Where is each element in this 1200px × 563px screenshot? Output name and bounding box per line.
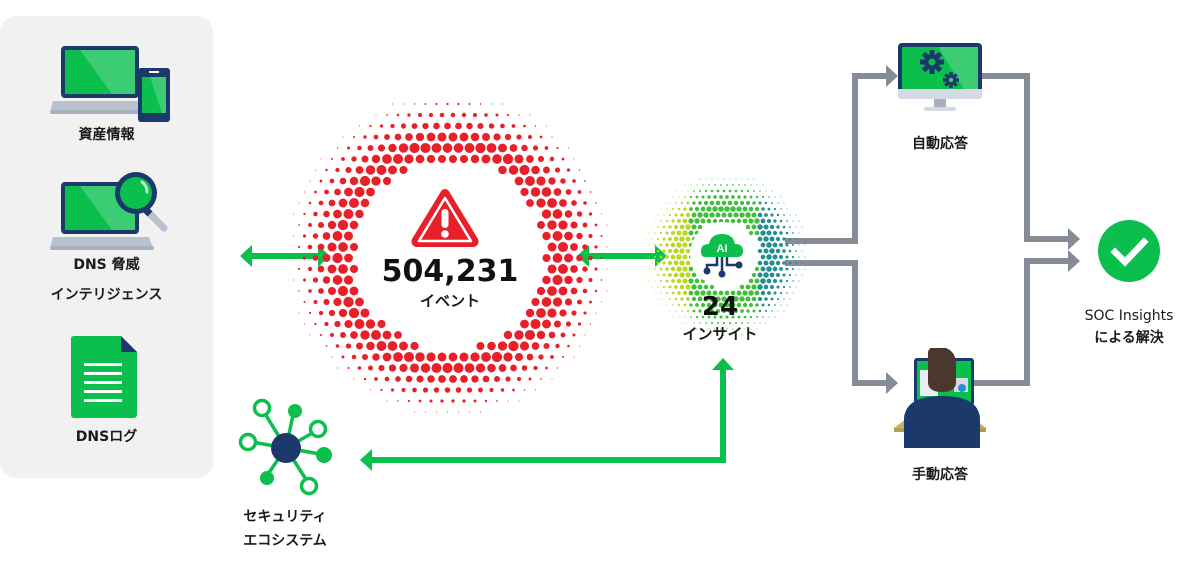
security-ecosystem-label-line1: セキュリティ [243, 509, 327, 525]
person-at-laptop-icon [884, 348, 996, 452]
monitor-gears-icon [898, 43, 982, 115]
dns-logs-label: DNSログ [75, 429, 138, 445]
ai-cloud-icon: AI [689, 221, 755, 287]
check-circle-icon [1098, 220, 1160, 282]
resolution-label-line1: SOC Insights [1084, 308, 1174, 324]
feedback-arrow-icon [360, 358, 734, 471]
dns-threat-intel-label-line2: インテリジェンス [50, 287, 163, 303]
route-arrow-icon [785, 65, 1080, 250]
automated-response-label: 自動応答 [912, 136, 968, 152]
dns-threat-intel-label-line1: DNS 脅威 [73, 257, 140, 273]
laptop-phone-icon [50, 44, 172, 124]
resolution-label-line2: による解決 [1094, 330, 1164, 346]
insights-label: インサイト [682, 325, 758, 343]
svg-text:AI: AI [717, 243, 728, 255]
network-hub-icon [236, 398, 336, 496]
events-label: イベント [419, 292, 480, 310]
events-halftone-ring [280, 90, 620, 420]
document-icon [71, 336, 137, 418]
laptop-magnifier-icon [50, 170, 172, 252]
insights-halftone-ring [640, 170, 810, 340]
warning-triangle-icon [410, 187, 480, 249]
insights-count: 24 [701, 292, 739, 322]
events-count: 504,231 [381, 254, 519, 289]
security-ecosystem-label-line2: エコシステム [243, 533, 327, 549]
asset-info-label: 資産情報 [78, 127, 135, 143]
manual-response-label: 手動応答 [912, 467, 968, 483]
route-arrow-icon [785, 250, 1080, 394]
